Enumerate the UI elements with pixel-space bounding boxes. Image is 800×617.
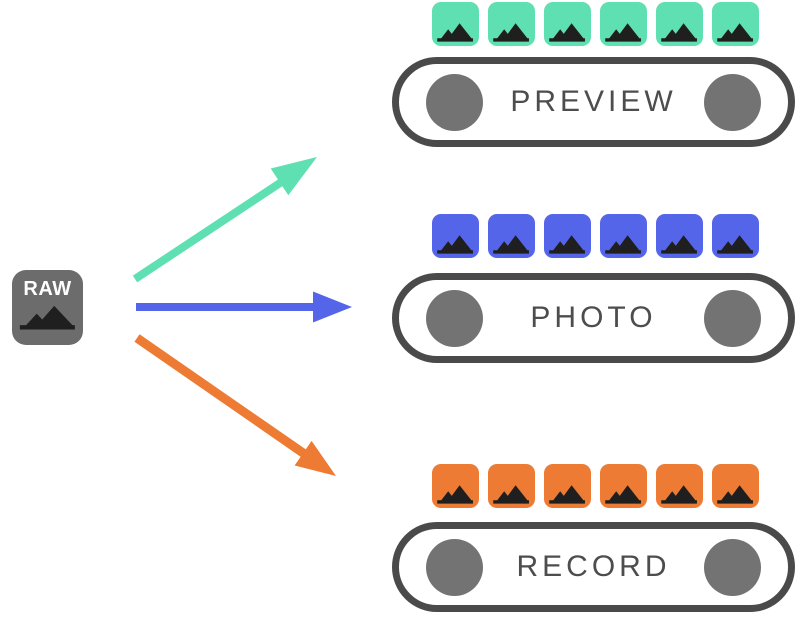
mountains-image-icon bbox=[492, 21, 531, 42]
photo-frames-row bbox=[432, 214, 759, 258]
photo-frame-icon bbox=[600, 214, 647, 258]
mountains-glyph bbox=[437, 485, 473, 504]
raw-source-label: RAW bbox=[23, 278, 72, 300]
photo-belt: PHOTO bbox=[392, 273, 795, 363]
mountains-image-icon bbox=[604, 21, 643, 42]
raw-source-box: RAW bbox=[12, 270, 83, 345]
mountains-image-icon bbox=[660, 21, 699, 42]
arrow-to-record bbox=[134, 334, 336, 476]
mountains-glyph bbox=[717, 23, 753, 42]
mountains-glyph bbox=[661, 235, 697, 254]
record-frame-icon bbox=[600, 464, 647, 508]
mountains-glyph bbox=[19, 305, 75, 330]
mountains-glyph bbox=[717, 485, 753, 504]
belt-roller-left bbox=[426, 289, 483, 347]
record-frame-icon bbox=[488, 464, 535, 508]
mountains-glyph bbox=[605, 485, 641, 504]
mountains-image-icon bbox=[548, 233, 587, 254]
mountains-glyph bbox=[493, 235, 529, 254]
photo-frame-icon bbox=[712, 214, 759, 258]
record-frame-icon bbox=[656, 464, 703, 508]
mountains-glyph bbox=[661, 23, 697, 42]
preview-frame-icon bbox=[544, 2, 591, 46]
mountains-glyph bbox=[437, 23, 473, 42]
mountains-glyph bbox=[549, 23, 585, 42]
arrow-to-record-shaft bbox=[134, 334, 309, 459]
preview-frame-icon bbox=[712, 2, 759, 46]
preview-frames-row bbox=[432, 2, 759, 46]
mountains-glyph bbox=[493, 23, 529, 42]
preview-frame-icon bbox=[600, 2, 647, 46]
mountains-glyph bbox=[549, 235, 585, 254]
preview-belt: PREVIEW bbox=[392, 57, 795, 147]
record-belt-label: RECORD bbox=[516, 550, 671, 583]
arrow-to-preview-shaft bbox=[132, 177, 286, 283]
record-frame-icon bbox=[544, 464, 591, 508]
photo-frame-icon bbox=[488, 214, 535, 258]
mountains-image-icon bbox=[548, 21, 587, 42]
arrow-to-record-head bbox=[294, 440, 336, 476]
preview-belt-label: PREVIEW bbox=[510, 85, 677, 118]
mountains-image-icon bbox=[660, 233, 699, 254]
mountains-image-icon bbox=[716, 483, 755, 504]
arrow-to-preview-head bbox=[270, 157, 317, 196]
mountains-image-icon bbox=[492, 233, 531, 254]
belt-roller-right bbox=[704, 538, 761, 596]
mountains-glyph bbox=[605, 23, 641, 42]
record-frames-row bbox=[432, 464, 759, 508]
arrow-to-photo bbox=[136, 291, 352, 323]
mountains-glyph bbox=[437, 235, 473, 254]
mountains-image-icon bbox=[604, 483, 643, 504]
mountains-glyph bbox=[605, 235, 641, 254]
mountains-image-icon bbox=[548, 483, 587, 504]
preview-frame-icon bbox=[432, 2, 479, 46]
arrow-to-preview bbox=[132, 157, 317, 283]
record-belt: RECORD bbox=[392, 522, 795, 612]
photo-frame-icon bbox=[544, 214, 591, 258]
photo-frame-icon bbox=[432, 214, 479, 258]
mountains-image-icon bbox=[436, 483, 475, 504]
mountains-image-icon bbox=[604, 233, 643, 254]
mountains-image-icon bbox=[18, 303, 78, 330]
belt-roller-left bbox=[426, 73, 483, 131]
photo-frame-icon bbox=[656, 214, 703, 258]
preview-frame-icon bbox=[656, 2, 703, 46]
photo-belt-label: PHOTO bbox=[530, 301, 657, 334]
mountains-image-icon bbox=[660, 483, 699, 504]
record-frame-icon bbox=[712, 464, 759, 508]
belt-roller-right bbox=[704, 289, 761, 347]
mountains-image-icon bbox=[716, 233, 755, 254]
mountains-glyph bbox=[493, 485, 529, 504]
mountains-image-icon bbox=[716, 21, 755, 42]
mountains-glyph bbox=[717, 235, 753, 254]
mountains-image-icon bbox=[492, 483, 531, 504]
preview-frame-icon bbox=[488, 2, 535, 46]
belt-roller-right bbox=[704, 73, 761, 131]
belt-roller-left bbox=[426, 538, 483, 596]
mountains-image-icon bbox=[436, 233, 475, 254]
record-frame-icon bbox=[432, 464, 479, 508]
mountains-image-icon bbox=[436, 21, 475, 42]
arrow-to-photo-head bbox=[313, 291, 352, 323]
mountains-glyph bbox=[661, 485, 697, 504]
mountains-glyph bbox=[549, 485, 585, 504]
